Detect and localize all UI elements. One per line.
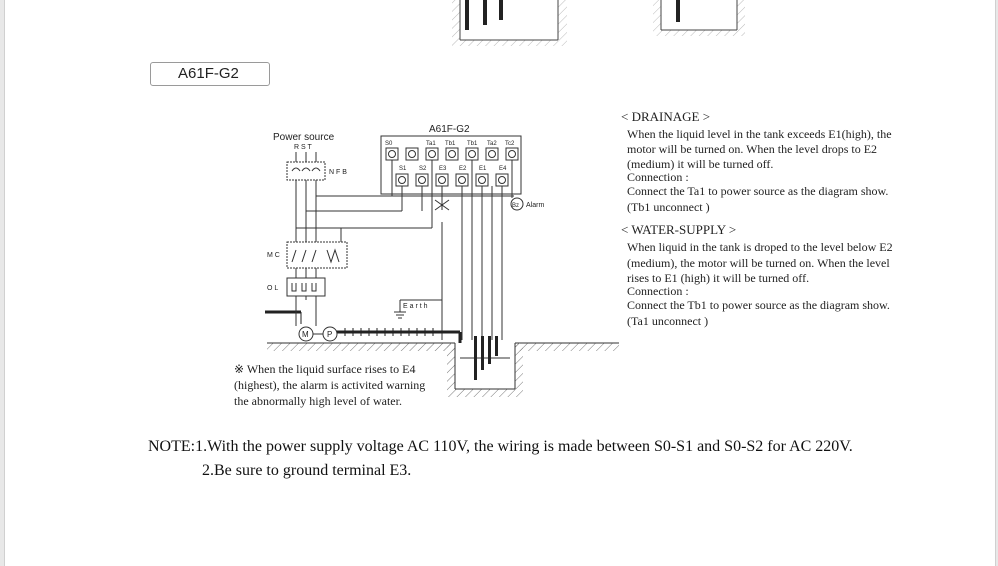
drainage-text: Connect the Ta1 to power source as the d… [627,184,889,198]
phase-labels: R S T [294,144,312,151]
drainage-text: Connection : [627,170,689,184]
bottom-terminal-row [395,173,509,187]
bottom-terminal-labels: S1 S2 E3 E2 E1 E4 [399,166,507,172]
water-supply-text: When liquid in the tank is droped to the… [627,240,893,254]
control-wires [296,160,514,340]
power-source-label: Power source [273,132,335,143]
terminal-label: E3 [439,166,447,172]
terminal-label: Ta1 [426,141,436,147]
mc-contactor [286,241,348,269]
terminal-label: Tb1 [467,141,478,147]
terminal-label: E2 [459,166,467,172]
top-terminal-row [385,147,519,161]
top-terminal-labels: S0 Ta1 Tb1 Tb1 Ta2 Tc2 [385,141,515,147]
drainage-text: motor will be turned on. When the level … [627,142,878,156]
alarm-note: (highest), the alarm is activited warnin… [234,378,426,392]
nfb-breaker [286,161,326,181]
alarm-note: the abnormally high level of water. [234,394,402,408]
drainage-text: When the liquid level in the tank exceed… [627,127,892,141]
wiring-diagram: A61F-G2 S0 Ta1 Tb1 Tb1 Ta2 Tc2 S1 S2 E3 [265,0,745,397]
water-supply-text: Connect the Tb1 to power source as the d… [627,298,890,312]
model-label-box: A61F-G2 [150,62,270,86]
drainage-text: (medium) it will be turned off. [627,157,774,171]
ol-label: O L [267,285,278,292]
terminal-label: E1 [479,166,487,172]
terminal-label: Ta2 [487,141,497,147]
bz-label: Bz [512,203,519,209]
terminal-label: S0 [385,141,393,147]
pump-label: P [327,330,332,339]
terminal-label: Tb1 [445,141,456,147]
alarm-label: Alarm [526,202,544,209]
drainage-text: (Tb1 unconnect ) [627,200,710,214]
motor-label: M [302,330,309,339]
terminal-label: E4 [499,166,507,172]
nfb-label: N F B [329,169,347,176]
note-line-1: NOTE:1.With the power supply voltage AC … [148,438,853,455]
terminal-label: S1 [399,166,407,172]
ground-line [267,342,619,351]
relay-body [380,135,522,195]
terminal-label: Tc2 [505,141,515,147]
buzzer-icon [510,197,524,211]
document-page: A61F-G2 A61F-G2 [4,0,996,566]
earth-label: E a r t h [403,303,428,310]
terminal-label: S2 [419,166,427,172]
water-supply-heading: < WATER-SUPPLY > [621,222,737,237]
water-supply-text: Connection : [627,284,689,298]
drainage-heading: < DRAINAGE > [621,109,711,124]
device-title: A61F-G2 [429,124,470,135]
note-line-2: 2.Be sure to ground terminal E3. [202,462,412,479]
pump-icon [322,326,338,342]
tank [447,336,523,397]
water-supply-text: (Ta1 unconnect ) [627,314,709,328]
alarm-note: ※ When the liquid surface rises to E4 [234,362,416,376]
water-supply-text: (medium), the motor will be turned on. W… [627,256,890,270]
water-supply-text: rises to E1 (high) it will be turned off… [627,271,810,285]
mc-label: M C [267,252,280,259]
top-tank-fragments [452,0,745,46]
